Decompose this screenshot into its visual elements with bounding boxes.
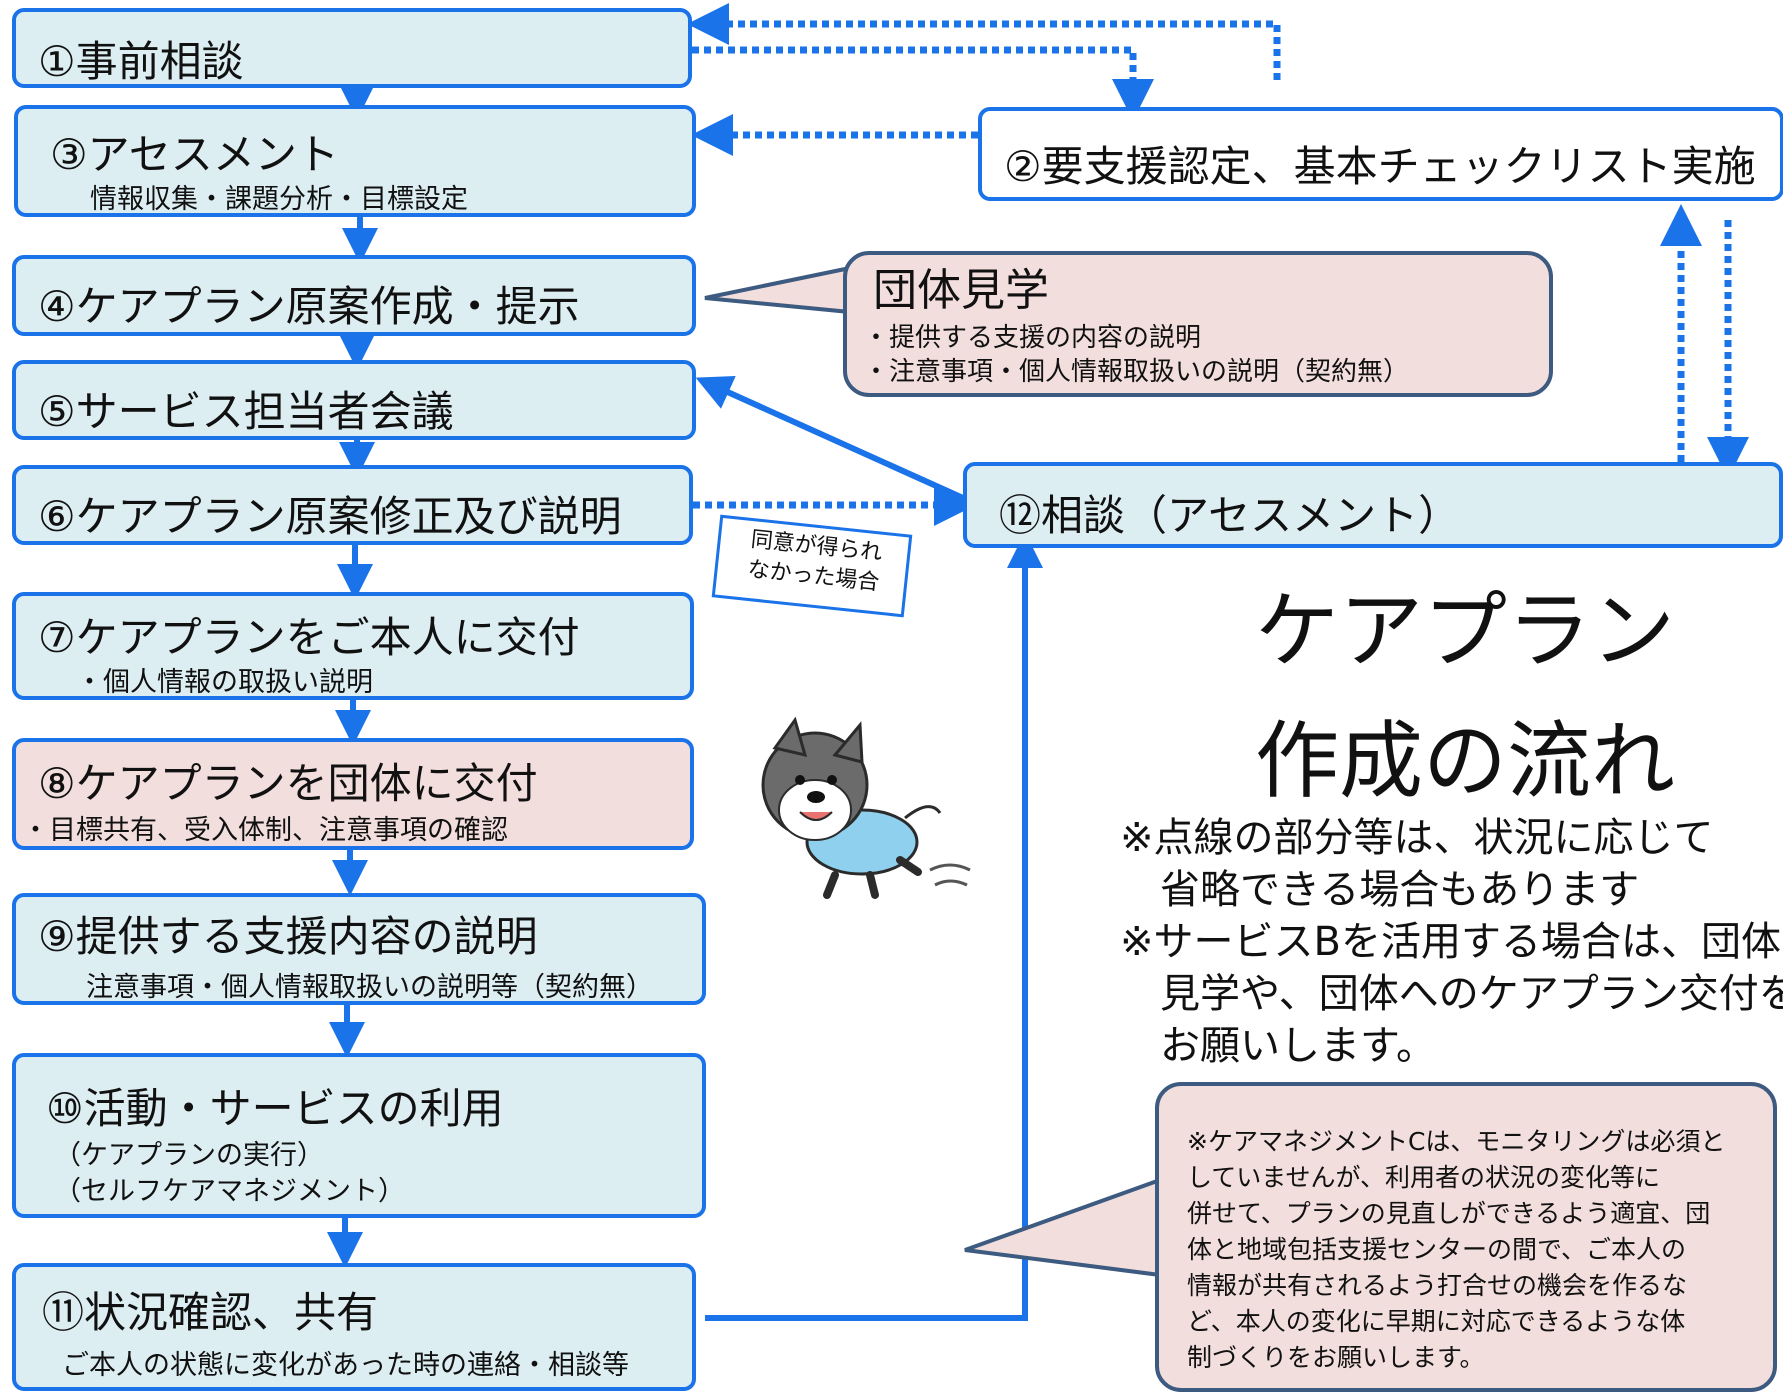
step-12-title: ⑫相談（アセスメント） (999, 491, 1461, 540)
care-c-line-7: 制づくりをお願いします。 (1187, 1343, 1485, 1372)
care-c-line-4: 体と地域包括支援センターの間で、ご本人の (1187, 1235, 1687, 1264)
note-line-3: ※サービスBを活用する場合は、団体 (1120, 919, 1781, 965)
step-1-title: ①事前相談 (38, 37, 244, 86)
note-line-1: ※点線の部分等は、状況に応じて (1120, 815, 1714, 861)
tour-title: 団体見学 (873, 265, 1049, 316)
step-3-title: ③アセスメント (50, 130, 339, 179)
care-c-line-1: ※ケアマネジメントCは、モニタリングは必須と (1187, 1127, 1726, 1156)
care-c-line-3: 併せて、プランの見直しができるよう適宜、団 (1187, 1199, 1711, 1228)
care-c-note-callout: ※ケアマネジメントCは、モニタリングは必須と していませんが、利用者の状況の変化… (1155, 1082, 1777, 1392)
dotted-arrow-1-2 (692, 46, 1154, 121)
step-1-box: ①事前相談 (12, 8, 692, 88)
tour-callout: 団体見学 ・提供する支援の内容の説明 ・注意事項・個人情報取扱いの説明（契約無） (843, 251, 1553, 397)
main-title-line-1: ケアプラン (1254, 582, 1675, 680)
step-11-sub: ご本人の状態に変化があった時の連絡・相談等 (62, 1350, 629, 1381)
step-11-title: ⑪状況確認、共有 (42, 1288, 379, 1337)
dog-mascot-icon (761, 716, 971, 899)
step-9-title: ⑨提供する支援内容の説明 (38, 912, 538, 961)
main-title-line-2: 作成の流れ (1254, 712, 1675, 811)
care-c-line-5: 情報が共有されるよう打合せの機会を作るな (1187, 1271, 1688, 1300)
step-3-box: ③アセスメント 情報収集・課題分析・目標設定 (14, 105, 696, 217)
step-12-box: ⑫相談（アセスメント） (963, 462, 1783, 548)
step-7-title: ⑦ケアプランをご本人に交付 (38, 613, 580, 662)
arrow-11-12 (705, 532, 1043, 1321)
tour-callout-pointer (704, 265, 852, 315)
step-10-title: ⑩活動・サービスの利用 (46, 1084, 504, 1133)
step-10-sub-2: （セルフケアマネジメント） (54, 1176, 405, 1207)
notes-block: ※点線の部分等は、状況に応じて 省略できる場合もあります ※サービスBを活用する… (1120, 812, 1783, 1072)
step-2-box: ②要支援認定、基本チェックリスト実施 (978, 107, 1783, 201)
dotted-arrow-2-1 (687, 3, 1281, 80)
care-c-line-2: していませんが、利用者の状況の変化等に (1187, 1163, 1661, 1192)
step-7-box: ⑦ケアプランをご本人に交付 ・個人情報の取扱い説明 (12, 592, 694, 700)
step-9-sub: 注意事項・個人情報取扱いの説明等（契約無） (86, 972, 653, 1003)
step-5-box: ⑤サービス担当者会議 (12, 360, 696, 440)
arrow-12-5 (695, 375, 965, 501)
step-9-box: ⑨提供する支援内容の説明 注意事項・個人情報取扱いの説明等（契約無） (12, 893, 706, 1005)
step-6-box: ⑥ケアプラン原案修正及び説明 (12, 465, 693, 545)
step-7-sub: ・個人情報の取扱い説明 (76, 667, 373, 698)
step-8-title: ⑧ケアプランを団体に交付 (38, 759, 538, 808)
step-8-box: ⑧ケアプランを団体に交付 ・目標共有、受入体制、注意事項の確認 (12, 738, 694, 850)
step-5-title: ⑤サービス担当者会議 (38, 387, 454, 436)
note-line-5: お願いします。 (1120, 1023, 1436, 1069)
step-8-sub: ・目標共有、受入体制、注意事項の確認 (22, 815, 508, 846)
step-4-box: ④ケアプラン原案作成・提示 (12, 255, 696, 336)
no-consent-box (711, 514, 913, 618)
step-2-title: ②要支援認定、基本チェックリスト実施 (1004, 142, 1756, 191)
tour-line-2: ・注意事項・個人情報取扱いの説明（契約無） (863, 357, 1410, 387)
care-note-callout-pointer (964, 1177, 1162, 1278)
step-11-box: ⑪状況確認、共有 ご本人の状態に変化があった時の連絡・相談等 (12, 1263, 696, 1391)
tour-line-1: ・提供する支援の内容の説明 (863, 323, 1202, 353)
care-c-note-text: ※ケアマネジメントCは、モニタリングは必須と していませんが、利用者の状況の変化… (1187, 1124, 1725, 1376)
step-10-sub-1: （ケアプランの実行） (54, 1140, 324, 1171)
note-line-2: 省略できる場合もあります (1120, 867, 1640, 913)
step-3-sub: 情報収集・課題分析・目標設定 (90, 184, 468, 215)
step-10-box: ⑩活動・サービスの利用 （ケアプランの実行） （セルフケアマネジメント） (12, 1053, 706, 1218)
note-line-4: 見学や、団体へのケアプラン交付を (1120, 971, 1783, 1017)
main-title: ケアプラン 作成の流れ (1195, 566, 1735, 826)
step-6-title: ⑥ケアプラン原案修正及び説明 (38, 492, 622, 541)
step-4-title: ④ケアプラン原案作成・提示 (38, 282, 580, 331)
care-c-line-6: ど、本人の変化に早期に対応できるような体 (1187, 1307, 1686, 1336)
